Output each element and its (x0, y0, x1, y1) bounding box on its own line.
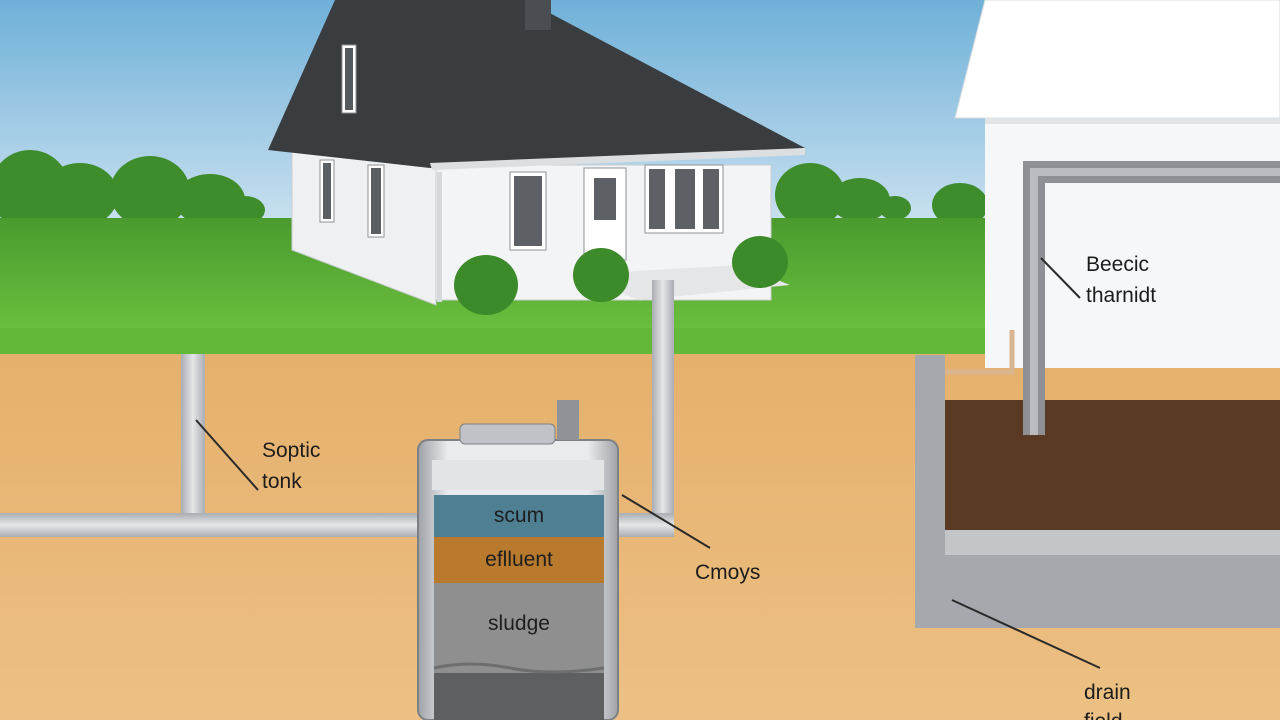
house (268, 0, 805, 306)
ground-strip (0, 328, 990, 354)
tank-layer-label-sludge: sludge (488, 612, 550, 635)
shrubs (454, 236, 788, 315)
tank-bottom (434, 673, 604, 720)
label-septic-tank-line1: Soptic (262, 439, 320, 462)
label-building-line2: tharnidt (1086, 284, 1156, 307)
leader-septic-tank (195, 419, 259, 491)
leader-drain-field (951, 599, 1101, 669)
tree-line-left (0, 150, 265, 230)
label-building-line1: Beecic (1086, 253, 1149, 276)
building-right (954, 0, 1280, 368)
leader-outlet (621, 494, 711, 549)
vent-pipe (181, 354, 205, 519)
tree-line-right (775, 163, 988, 227)
sludge-wave (433, 662, 605, 674)
house-drain-pipe (652, 280, 674, 530)
tank-layer-sludge (434, 583, 604, 673)
label-drain-field-line1: drain (1084, 681, 1131, 704)
label-outlet: Cmoys (695, 561, 760, 584)
tank-layer-label-scum: scum (494, 504, 544, 527)
tank-layer-effluent (434, 537, 604, 583)
drain-field-pit (915, 355, 1280, 628)
label-septic-tank-line2: tonk (262, 470, 302, 493)
inlet-pipe (0, 513, 418, 537)
leader-building (1040, 257, 1081, 299)
tank-layer-label-effluent: eflluent (485, 548, 553, 571)
building-pipe-highlight (1030, 168, 1280, 435)
label-drain-field-line2: field (1084, 710, 1123, 720)
tank-layer-scum (434, 495, 604, 537)
small-connector (945, 330, 1015, 375)
